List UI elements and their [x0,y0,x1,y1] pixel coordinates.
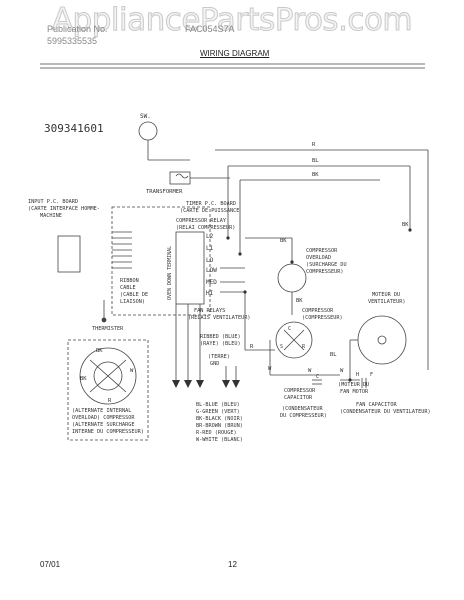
terminal-l1: L1 [206,245,214,252]
comp-overload-line2: OVERLOAD [306,255,331,261]
timer-board-line1: TIMER P.C. BOARD [186,201,236,207]
junction-dots [226,228,412,382]
wire-tag-r-2: R [250,344,254,350]
comp-overload-line4: COMPRESSEUR) [306,269,343,275]
overload-line1: (ALTERNATE INTERNAL [72,408,131,414]
wire-tag-w: W [268,366,272,372]
wire-tag-w-3: W [308,368,312,374]
compressor-line2: (COMPRESSEUR) [302,315,343,321]
compressor-relay-line2: (RELAI COMPRESSEUR) [176,225,235,231]
ribbed-line1: RIBBED (BLUE) [200,334,241,340]
wire-tag-w-2: W [340,368,344,374]
watermark: AppliancePartsPros.com [51,2,413,39]
dial-label-w: W [130,368,134,374]
transformer-label: TRANSFORMER [146,189,183,195]
switch-symbol [138,121,158,141]
input-board-line2: (CARTE INTERFACE HOMME- [28,206,100,212]
legend-brown: BR-BROWN (BRUN) [196,423,243,429]
comp-terminal-c: C [288,326,291,332]
display-block [57,235,81,273]
page-title: WIRING DIAGRAM [200,49,270,58]
publication-label: Publication No. [47,24,108,34]
wire-tag-bk: BK [312,172,319,178]
cap-terminal-h: H [356,372,359,378]
thermistor-label: THERMISTER [92,326,124,332]
ribbon-cable-line2: CABLE [120,285,136,291]
power-arrows [172,380,240,388]
ground-line1: (TERRE) [208,354,230,360]
fan-motor-symbol [357,315,407,365]
comp-terminal-r: R [302,344,306,350]
part-number: 309341601 [44,122,104,135]
comp-cap-line2: CAPACITOR [284,395,313,401]
alternate-overload-dial [79,347,137,405]
wire-tag-bk-3: BK [296,298,303,304]
overload-line4: INTERNE DU COMPRESSEUR) [72,429,144,435]
ribbed-line2: (RAYE) (BLEU) [200,341,241,347]
legend-blue: BL-BLUE (BLEU) [196,402,240,408]
fan-motor-line1: MOTEUR DU [372,292,400,298]
comp-overload-line3: (SURCHARGE DU [306,262,347,268]
ribbon-cable-connector [112,231,132,269]
ground-line2: GND [210,361,219,367]
ribbon-cable-line4: LIAISON) [120,299,145,305]
publication-number: 5995335535 [47,36,98,46]
input-board-line3: MACHINE [40,213,62,219]
wire-tag-bk-2: BK [280,238,287,244]
overload-line2: OVERLOAD) COMPRESSOR [72,415,135,421]
model-number: FAC054S7A [185,24,235,34]
fan-motor-line2: VENTILATEUR) [368,299,405,305]
terminal-lo: LO [206,257,214,264]
fan-relays-line2: (RELAIS VENTILATEUR) [188,315,250,321]
switch-label: SW. [140,113,151,120]
fan-cap-line1: FAN CAPACITOR [356,402,397,408]
ribbon-cable-line3: (CABLE DE [120,292,148,298]
fan-relays-line1: FAN RELAYS [194,308,225,314]
timer-board [175,231,205,305]
terminal-l2: L2 [206,233,214,240]
input-board-line1: INPUT P.C. BOARD [28,199,78,205]
comp-overload-line1: COMPRESSOR [306,248,338,254]
terminal-med: MED [206,279,217,286]
input-board-outline [111,206,211,316]
wire-tag-bl-2: BL [330,352,337,358]
overload-line3: (ALTERNATE SURCHARGE [72,422,134,428]
comp-terminal-s: S [280,344,283,350]
footer-page-number: 12 [228,560,237,569]
dial-label-r: R [108,398,112,404]
terminal-hi: HI [206,290,214,297]
fan-cap-line2: (CONDENSATEUR DU VENTILATEUR) [340,409,431,415]
compressor-symbol [275,321,313,359]
ribbon-cable-line1: RIBBON [120,278,139,284]
motor-label-line1: (MOTEUR DU [338,382,369,388]
legend-red: R-RED (ROUGE) [196,430,237,436]
dial-label-bk: BK [96,348,103,354]
cap-terminal-f: F [370,372,373,378]
footer-date: 07/01 [40,560,61,569]
dial-label-bk-2: BK [80,376,87,382]
comp-cap-line1: COMPRESSOR [284,388,316,394]
wire-tag-bl: BL [312,158,319,164]
vertical-terminal-label: OVEN DOWN TERMINAL [167,246,173,300]
terminal-low: LOW [206,267,217,274]
compressor-overload-symbol [277,263,307,293]
comp-cap-line3: (CONDENSATEUR [282,406,323,412]
compressor-relay-line1: COMPRESSOR RELAY [176,218,227,224]
alternate-overload-box [67,339,149,441]
comp-cap-line4: DU COMPRESSEUR) [280,413,327,419]
wire-tag-r: R [312,142,316,148]
timer-board-line2: (CARTE DE PUISSANCE [180,208,239,214]
motor-label-line2: FAN MOTOR [340,389,369,395]
legend-black: BK-BLACK (NOIR) [196,416,243,422]
compressor-line1: COMPRESSOR [302,308,334,314]
wire-tag-bk-4: BK [402,222,409,228]
legend-white: W-WHITE (BLANC) [196,437,243,443]
legend-green: G-GREEN (VERT) [196,409,240,415]
cap-terminal-c: C [316,374,319,380]
